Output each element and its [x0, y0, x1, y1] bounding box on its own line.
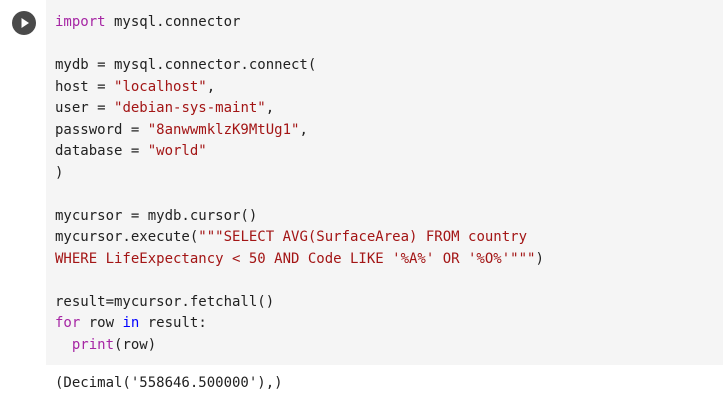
- code-line: mycursor.execute("""SELECT AVG(SurfaceAr…: [55, 227, 723, 249]
- code-token: ,: [265, 100, 275, 116]
- code-editor[interactable]: import mysql.connector mydb = mysql.conn…: [46, 0, 723, 365]
- code-line: print(row): [55, 335, 723, 357]
- output-text: (Decimal('558646.500000'),): [55, 375, 283, 391]
- code-line: result=mycursor.fetchall(): [55, 292, 723, 314]
- code-line: user = "debian-sys-maint",: [55, 98, 723, 120]
- code-line: [55, 270, 723, 292]
- code-token: for: [55, 315, 81, 331]
- cell-output: (Decimal('558646.500000'),): [46, 365, 723, 405]
- code-token: ,: [299, 121, 308, 138]
- code-line: ): [55, 163, 723, 185]
- code-token: mydb = mysql.connector.connect(: [55, 57, 317, 73]
- code-line: mydb = mysql.connector.connect(: [55, 55, 723, 77]
- code-token: WHERE LifeExpectancy < 50 AND Code LIKE …: [55, 250, 536, 267]
- code-line: host = "localhost",: [55, 77, 723, 99]
- code-line: database = "world": [55, 141, 723, 163]
- code-token: """SELECT AVG(SurfaceArea) FROM country: [198, 229, 528, 245]
- code-line: mycursor = mydb.cursor(): [55, 206, 723, 228]
- code-line: password = "8anwwmklzK9MtUg1",: [55, 120, 723, 142]
- code-token: (row): [114, 336, 157, 353]
- code-token: "8anwwmklzK9MtUg1": [147, 121, 300, 138]
- code-token: print: [55, 336, 115, 353]
- code-token: row: [80, 315, 123, 331]
- code-token: import: [55, 14, 106, 30]
- code-token: ): [55, 164, 64, 181]
- code-token: result:: [139, 315, 207, 331]
- code-token: result=mycursor.fetchall(): [55, 293, 275, 310]
- play-icon: [21, 18, 29, 28]
- code-token: "debian-sys-maint": [114, 100, 266, 116]
- code-line: [55, 184, 723, 206]
- code-line: [55, 34, 723, 56]
- code-token: user =: [55, 100, 115, 116]
- code-token: ): [535, 250, 544, 267]
- code-token: database =: [55, 143, 148, 159]
- code-line: for row in result:: [55, 313, 723, 335]
- code-line: import mysql.connector: [55, 12, 723, 34]
- cell-gutter: [0, 0, 46, 365]
- code-token: host =: [55, 78, 115, 95]
- code-token: mycursor.execute(: [55, 229, 199, 245]
- code-token: mycursor = mydb.cursor(): [55, 207, 258, 224]
- code-token: mysql.connector: [105, 14, 241, 30]
- run-cell-button[interactable]: [12, 11, 36, 35]
- code-token: "world": [147, 143, 207, 159]
- code-token: ,: [206, 78, 216, 95]
- code-token: "localhost": [114, 78, 207, 95]
- code-token: in: [122, 315, 140, 331]
- code-token: password =: [55, 121, 148, 138]
- code-line: WHERE LifeExpectancy < 50 AND Code LIKE …: [55, 249, 723, 271]
